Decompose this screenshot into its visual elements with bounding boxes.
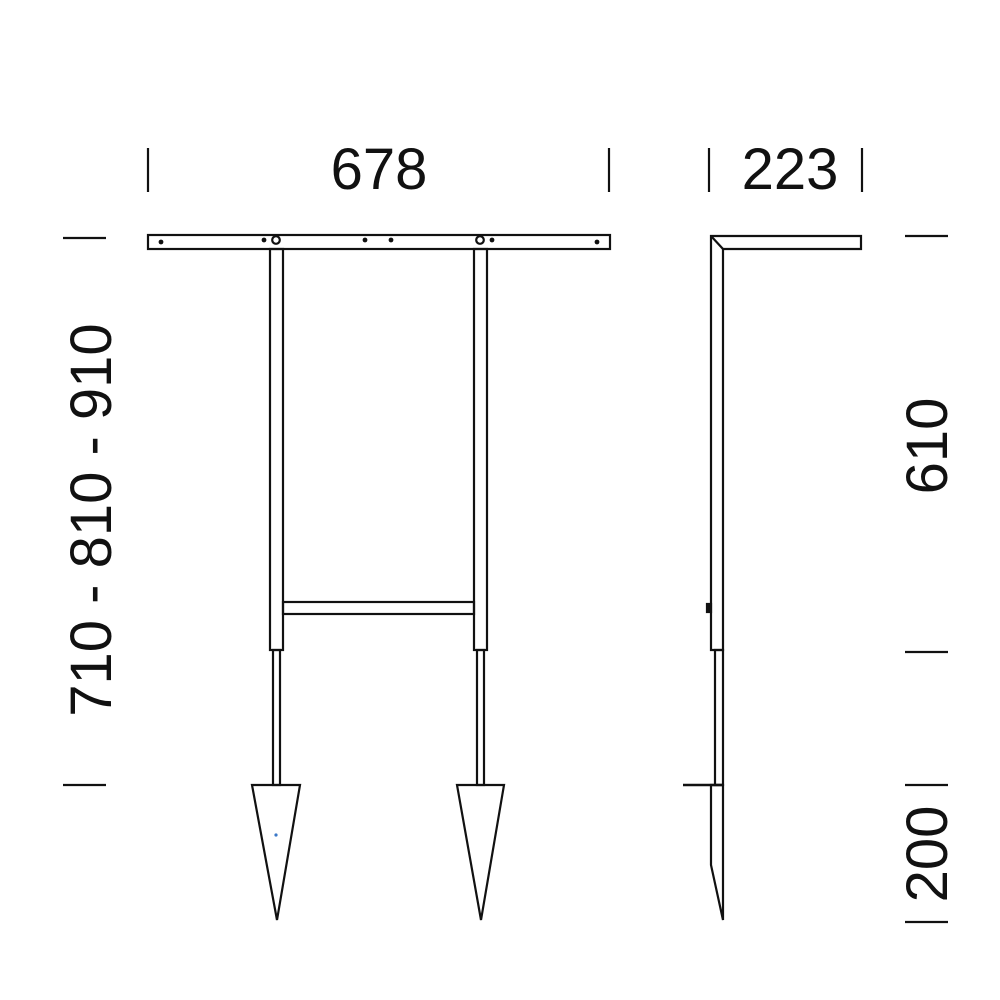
front-width-label: 678 (331, 137, 428, 202)
hole (362, 237, 368, 243)
front-view (146, 233, 612, 921)
above-ground-height-label: 610 (895, 398, 960, 495)
left-post-lower (271, 648, 282, 787)
hole (594, 239, 600, 245)
left-spike (250, 783, 302, 921)
right-post-upper (472, 247, 489, 652)
cross-brace (281, 600, 476, 616)
top-bar (146, 233, 612, 251)
spike-depth-label: 200 (895, 806, 960, 903)
side-view (683, 234, 863, 921)
side-spike (709, 783, 725, 921)
total-height-label: 710 - 810 - 910 (59, 323, 124, 716)
side-bracket (709, 234, 863, 652)
hole (261, 237, 267, 243)
screw-right (475, 235, 485, 245)
hole (158, 239, 164, 245)
marker-dot (274, 833, 278, 837)
hole (388, 237, 394, 243)
right-post-lower (475, 648, 486, 787)
side-clip (705, 602, 713, 614)
side-depth-label: 223 (742, 137, 839, 202)
side-bracket-corner (710, 235, 724, 250)
hole (489, 237, 495, 243)
screw-left (271, 235, 281, 245)
right-spike (455, 783, 506, 921)
left-post-upper (268, 247, 285, 652)
side-post-lower (713, 648, 725, 787)
mounting-holes (158, 237, 600, 245)
dimension-ticks (63, 148, 948, 924)
